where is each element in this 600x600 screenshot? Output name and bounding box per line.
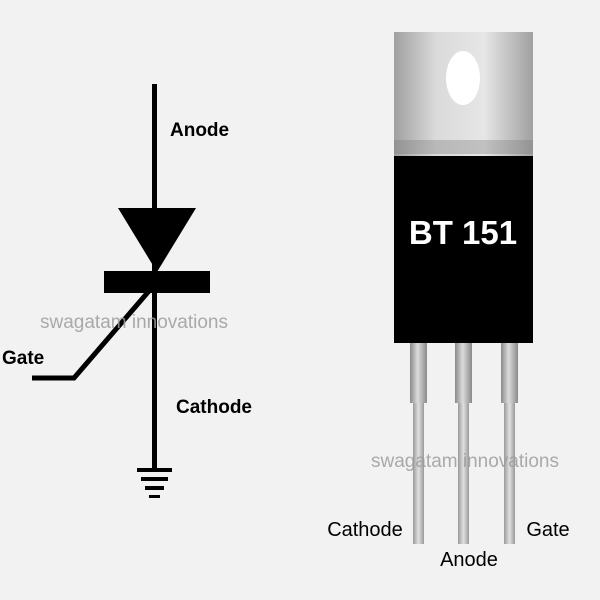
lead-gate: [501, 343, 518, 544]
cathode-bar: [104, 271, 210, 293]
pin-label-gate: Gate: [526, 519, 569, 541]
lead-cathode: [410, 343, 427, 544]
pin-label-anode: Anode: [440, 549, 498, 571]
pin-label-cathode: Cathode: [327, 519, 403, 541]
watermark-symbol: swagatam innovations: [40, 312, 228, 333]
part-number: BT 151: [409, 214, 517, 251]
diode-triangle: [118, 208, 196, 272]
tab-step: [394, 140, 533, 154]
ground-symbol: [137, 468, 172, 498]
cathode-label: Cathode: [176, 397, 252, 418]
watermark-package: swagatam innovations: [371, 451, 559, 472]
to220-package: BT 151 Cathode Anode Gate swagatam innov…: [327, 32, 570, 571]
anode-label: Anode: [170, 120, 229, 141]
mounting-hole: [446, 51, 480, 105]
gate-lead: [32, 282, 157, 381]
lead-anode: [455, 343, 472, 544]
gate-label: Gate: [2, 348, 44, 369]
scr-symbol: Anode Gate Cathode swagatam innovations: [2, 84, 252, 498]
plastic-body: [394, 156, 533, 343]
